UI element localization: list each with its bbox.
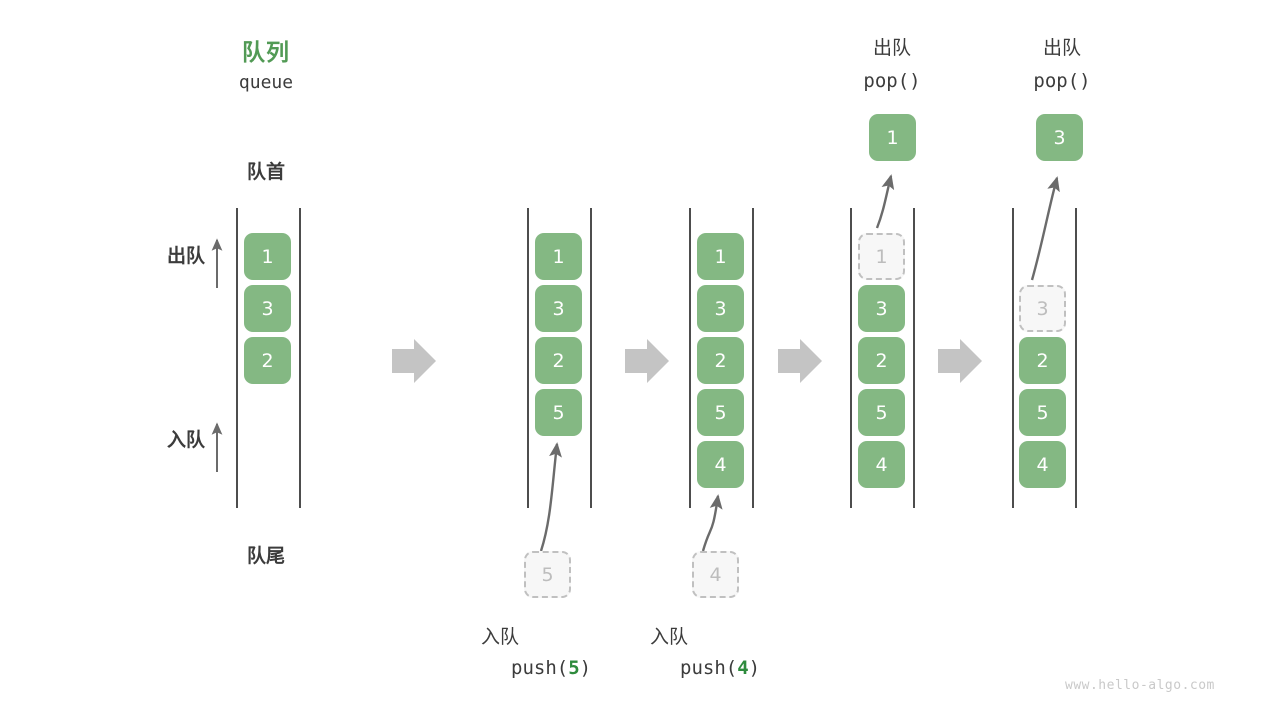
pop-op-code: pop() — [1033, 70, 1091, 92]
queue-rail-left — [1012, 208, 1014, 508]
queue-column-push-4: 1 3 2 5 4 — [697, 233, 744, 488]
push-op-code-suffix: ) — [579, 657, 592, 679]
push-op-code-suffix: ) — [748, 657, 761, 679]
queue-cell-ghost[interactable]: 1 — [858, 233, 905, 280]
queue-cell[interactable]: 2 — [1019, 337, 1066, 384]
page-subtitle: queue — [238, 72, 294, 93]
push-op-label: 入队 — [481, 626, 520, 648]
push-op-code: push(5) — [511, 657, 711, 679]
step-connector-arrow — [625, 339, 669, 383]
queue-column-initial: 1 3 2 — [244, 233, 291, 384]
queue-cell[interactable]: 4 — [1019, 441, 1066, 488]
queue-cell[interactable]: 3 — [244, 285, 291, 332]
queue-cell-ghost[interactable]: 3 — [1019, 285, 1066, 332]
queue-cell[interactable]: 5 — [697, 389, 744, 436]
incoming-ghost-cell[interactable]: 4 — [692, 551, 739, 598]
queue-cell[interactable]: 5 — [858, 389, 905, 436]
enqueue-side-label: 入队 — [166, 429, 205, 451]
push-arrow-4 — [701, 494, 723, 552]
pop-op-label: 出队 — [1042, 37, 1081, 59]
queue-rail-left — [236, 208, 238, 508]
push-arrow-5 — [539, 442, 562, 552]
push-op-label: 入队 — [650, 626, 689, 648]
queue-rail-left — [527, 208, 529, 508]
queue-column-push-5: 1 3 2 5 — [535, 233, 582, 436]
queue-column-pop-3: 3 2 5 4 — [1019, 285, 1066, 488]
queue-cell[interactable]: 1 — [244, 233, 291, 280]
queue-cell[interactable]: 1 — [535, 233, 582, 280]
queue-rail-right — [752, 208, 754, 508]
pop-op-code: pop() — [863, 70, 921, 92]
queue-cell[interactable]: 1 — [697, 233, 744, 280]
queue-cell[interactable]: 2 — [244, 337, 291, 384]
queue-cell[interactable]: 3 — [858, 285, 905, 332]
queue-cell[interactable]: 4 — [858, 441, 905, 488]
queue-rail-right — [590, 208, 592, 508]
watermark: www.hello-algo.com — [1065, 678, 1215, 693]
push-op-code-prefix: push( — [511, 657, 569, 679]
queue-column-pop-1: 1 3 2 5 4 — [858, 233, 905, 488]
queue-cell[interactable]: 2 — [535, 337, 582, 384]
push-op-code-prefix: push( — [680, 657, 738, 679]
rear-label: 队尾 — [246, 545, 285, 567]
queue-rail-left — [850, 208, 852, 508]
front-label: 队首 — [246, 161, 285, 183]
push-op-code: push(4) — [680, 657, 880, 679]
popped-cell[interactable]: 1 — [869, 114, 916, 161]
step-connector-arrow — [938, 339, 982, 383]
queue-rail-right — [1075, 208, 1077, 508]
popped-cell[interactable]: 3 — [1036, 114, 1083, 161]
queue-rail-left — [689, 208, 691, 508]
pop-arrow-3 — [1030, 176, 1060, 281]
page-title: 队列 — [242, 40, 290, 66]
step-connector-arrow — [778, 339, 822, 383]
queue-cell[interactable]: 4 — [697, 441, 744, 488]
pop-op-label: 出队 — [872, 37, 911, 59]
queue-rail-right — [913, 208, 915, 508]
dequeue-side-label: 出队 — [166, 245, 205, 267]
queue-rail-right — [299, 208, 301, 508]
push-op-code-arg: 4 — [737, 657, 749, 679]
queue-cell[interactable]: 3 — [535, 285, 582, 332]
step-connector-arrow — [392, 339, 436, 383]
push-op-code-arg: 5 — [568, 657, 580, 679]
queue-cell[interactable]: 5 — [535, 389, 582, 436]
queue-cell[interactable]: 5 — [1019, 389, 1066, 436]
queue-cell[interactable]: 2 — [858, 337, 905, 384]
queue-cell[interactable]: 2 — [697, 337, 744, 384]
incoming-ghost-cell[interactable]: 5 — [524, 551, 571, 598]
queue-cell[interactable]: 3 — [697, 285, 744, 332]
pop-arrow-1 — [875, 174, 895, 229]
